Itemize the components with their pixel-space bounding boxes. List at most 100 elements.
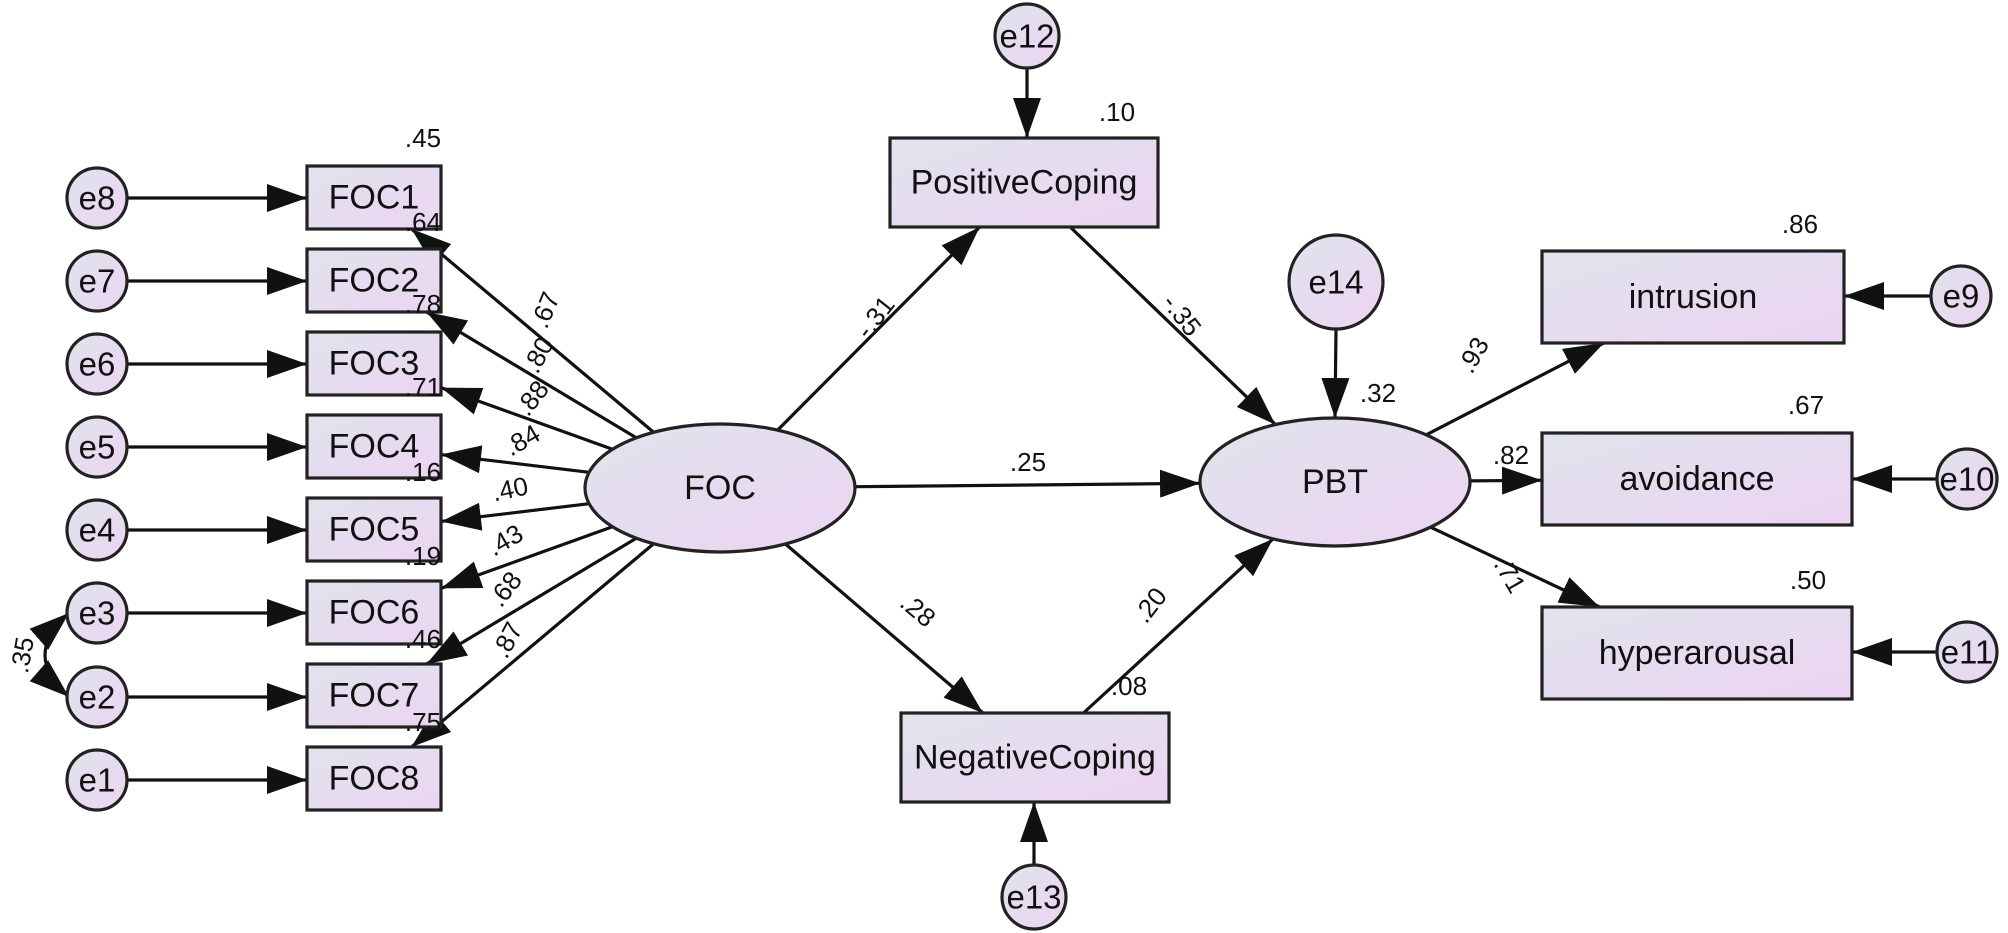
error-label-e14: e14	[1308, 264, 1363, 301]
r2-foc3: .78	[405, 289, 441, 319]
path-arrow-positivecoping-to-pbt	[1069, 225, 1277, 426]
loading-value-intrusion: .93	[1451, 332, 1495, 378]
observed-foc3	[305, 330, 443, 397]
error-label-e6: e6	[79, 346, 116, 383]
observed-intrusion	[1540, 249, 1846, 345]
path-arrow-foc-to-pbt	[854, 469, 1201, 498]
error-label-e8: e8	[79, 180, 116, 217]
edges-layer	[29, 68, 1937, 865]
loading-value-foc5: .40	[489, 471, 531, 508]
path-arrow-negativecoping-to-pbt	[1082, 537, 1275, 715]
error-e2	[65, 665, 129, 729]
error-label-e5: e5	[79, 429, 116, 466]
loading-arrow-hyperarousal	[1429, 525, 1601, 609]
error-e10	[1935, 447, 1999, 511]
observed-label-foc4: FOC4	[329, 428, 420, 466]
r2-avoidance: .67	[1788, 390, 1824, 420]
error-label-e10: e10	[1939, 461, 1994, 498]
error-label-e11: e11	[1941, 634, 1994, 671]
path-value-foc-to-pbt: .25	[1010, 447, 1046, 477]
observed-negativecoping	[899, 711, 1171, 804]
observed-foc1	[305, 164, 443, 231]
observed-label-foc3: FOC3	[329, 345, 420, 383]
loading-arrow-foc1	[410, 227, 655, 434]
error-e6	[65, 332, 129, 396]
observed-label-intrusion: intrusion	[1629, 278, 1758, 316]
loading-arrow-avoidance	[1469, 466, 1543, 495]
loading-value-foc6: .43	[482, 518, 528, 562]
error-label-e7: e7	[79, 263, 116, 300]
error-e8	[65, 166, 129, 230]
observed-foc7	[305, 662, 443, 729]
error-e5	[65, 415, 129, 479]
r2-foc2: .64	[405, 207, 441, 237]
error-label-e12: e12	[999, 18, 1054, 55]
loading-arrow-foc2	[425, 310, 638, 440]
loading-arrow-foc7	[425, 536, 638, 666]
observed-foc4	[305, 413, 443, 480]
error-label-e4: e4	[79, 512, 116, 549]
covariance-value-e3-e2: .35	[4, 635, 40, 676]
loading-arrow-foc6	[440, 525, 614, 590]
path-value-positivecoping-to-pbt: -.35	[1156, 288, 1207, 342]
loading-arrow-foc3	[440, 386, 614, 451]
observed-foc6	[305, 579, 443, 646]
loading-arrow-intrusion	[1425, 341, 1605, 437]
path-arrow-foc-to-negativecoping	[784, 542, 985, 715]
loading-arrow-foc5	[440, 502, 590, 531]
error-label-e9: e9	[1943, 278, 1980, 315]
r2-positivecoping: .10	[1099, 97, 1135, 127]
error-e4	[65, 498, 129, 562]
observed-label-foc2: FOC2	[329, 262, 420, 300]
error-e1	[65, 748, 129, 812]
r2-foc4: .71	[405, 372, 441, 402]
observed-label-foc6: FOC6	[329, 594, 420, 632]
observed-label-hyperarousal: hyperarousal	[1599, 634, 1796, 672]
error-e3	[65, 581, 129, 645]
latent-label-foc: FOC	[684, 469, 756, 507]
error-label-e1: e1	[79, 762, 116, 799]
error-e11	[1935, 620, 1999, 684]
labels-layer: .32.45.64.78.71.16.19.46.75.10.08.86.67.…	[4, 97, 1826, 737]
r2-foc5: .16	[405, 457, 441, 487]
error-label-e3: e3	[79, 595, 116, 632]
observed-label-negativecoping: NegativeCoping	[914, 739, 1156, 777]
r2-foc6: .19	[405, 541, 441, 571]
loading-value-avoidance: .82	[1493, 440, 1529, 470]
r2-negativecoping: .08	[1111, 671, 1147, 701]
error-e14	[1287, 233, 1385, 331]
observed-label-foc5: FOC5	[329, 511, 420, 549]
error-e9	[1929, 264, 1993, 328]
latent-label-pbt: PBT	[1302, 463, 1368, 501]
observed-label-positivecoping: PositiveCoping	[911, 164, 1138, 202]
observed-label-foc7: FOC7	[329, 677, 420, 715]
error-label-e2: e2	[79, 679, 116, 716]
path-value-foc-to-positivecoping: -.31	[849, 290, 900, 344]
r2-pbt: .32	[1360, 378, 1396, 408]
observed-avoidance	[1540, 431, 1854, 527]
path-value-foc-to-negativecoping: .28	[895, 587, 942, 633]
latent-foc	[583, 422, 857, 554]
error-arrow-e14	[1321, 328, 1350, 419]
r2-hyperarousal: .50	[1790, 565, 1826, 595]
error-label-e13: e13	[1006, 879, 1061, 916]
observed-positivecoping	[888, 136, 1160, 229]
path-value-negativecoping-to-pbt: .20	[1127, 582, 1173, 629]
error-e12	[993, 2, 1061, 70]
observed-label-foc1: FOC1	[329, 179, 420, 217]
covariance-e3-e2	[29, 611, 71, 699]
r2-foc8: .75	[405, 707, 441, 737]
observed-hyperarousal	[1540, 605, 1854, 701]
path-arrow-foc-to-positivecoping	[776, 225, 981, 432]
observed-foc8	[305, 745, 443, 812]
observed-label-foc8: FOC8	[329, 760, 420, 798]
error-e7	[65, 249, 129, 313]
observed-foc2	[305, 247, 443, 314]
latent-pbt	[1198, 416, 1472, 548]
loading-arrow-foc8	[410, 542, 655, 749]
error-e13	[1000, 863, 1068, 931]
r2-foc1: .45	[405, 123, 441, 153]
loading-value-foc1: .67	[524, 288, 565, 333]
